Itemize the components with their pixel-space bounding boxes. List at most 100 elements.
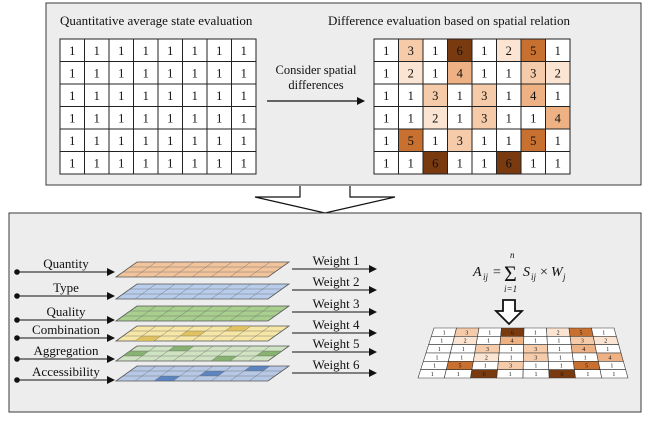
result-cell: 1 — [449, 344, 477, 354]
uniform-cell: 1 — [231, 83, 257, 107]
difference-cell: 5 — [398, 128, 424, 152]
uniform-cell-bg — [231, 151, 257, 175]
result-cell: 1 — [523, 327, 548, 337]
factor-layer-gridline — [172, 345, 195, 362]
difference-cell: 6 — [422, 151, 448, 175]
result-cell-value: 3 — [581, 339, 584, 345]
difference-cell-value: 1 — [555, 134, 561, 148]
factor-layer-gridline — [172, 283, 195, 300]
factor-layer-gridline — [210, 305, 233, 322]
difference-cell: 1 — [373, 128, 399, 152]
uniform-cell: 1 — [133, 83, 159, 107]
factor-layer-gridline — [210, 365, 233, 382]
factor-layer-gridline — [191, 365, 214, 382]
weight-row: Weight 5 — [292, 336, 377, 356]
difference-cell: 4 — [520, 83, 546, 107]
result-cell-value: 1 — [457, 372, 460, 378]
difference-cell: 1 — [373, 38, 399, 62]
result-cell: 1 — [477, 327, 502, 337]
result-cell-value: 1 — [558, 347, 561, 353]
difference-cell: 4 — [545, 106, 571, 130]
uniform-cell-value: 1 — [192, 89, 198, 103]
difference-cell: 3 — [471, 83, 497, 107]
result-cell-value: 6 — [483, 372, 486, 378]
result-cell-value: 1 — [436, 355, 439, 361]
difference-cell: 1 — [373, 106, 399, 130]
factor-layer-gridline — [248, 261, 271, 278]
uniform-cell-value: 1 — [192, 134, 198, 148]
difference-cell: 6 — [447, 38, 473, 62]
weight-row: Weight 1 — [292, 253, 377, 273]
uniform-cell: 1 — [231, 128, 257, 152]
difference-cell-value: 1 — [383, 111, 389, 125]
result-cell: 1 — [496, 369, 524, 379]
factor-row: Type — [14, 280, 115, 300]
factor-layer-gridline — [210, 283, 233, 300]
uniform-cell-value: 1 — [241, 111, 247, 125]
factor-layer — [114, 365, 291, 382]
uniform-cell-value: 1 — [94, 89, 100, 103]
uniform-cell: 1 — [84, 128, 110, 152]
uniform-cell: 1 — [84, 38, 110, 62]
difference-cell-value: 4 — [530, 89, 537, 103]
result-cell: 1 — [447, 352, 476, 362]
uniform-cell-value: 1 — [167, 44, 173, 58]
difference-cell-bg — [545, 151, 571, 175]
factor-row: Quality — [14, 304, 115, 324]
result-cell: 1 — [597, 361, 627, 370]
difference-cell-value: 1 — [457, 111, 463, 125]
uniform-cell-value: 1 — [143, 134, 149, 148]
result-cell: 2 — [472, 352, 500, 362]
result-cell-value: 6 — [560, 372, 563, 378]
result-cell-bg — [599, 369, 629, 379]
factor-layer — [114, 325, 291, 342]
result-cell: 3 — [523, 352, 549, 362]
uniform-cell: 1 — [108, 151, 134, 175]
uniform-cell-value: 1 — [216, 89, 222, 103]
uniform-cell: 1 — [84, 106, 110, 130]
left-title: Quantitative average state evaluation — [60, 13, 253, 28]
result-cell: 4 — [570, 344, 597, 354]
factor-layer-gridline — [229, 345, 252, 362]
result-cell-value: 1 — [487, 339, 490, 345]
uniform-cell: 1 — [84, 61, 110, 85]
result-cell: 1 — [594, 344, 622, 354]
uniform-cell: 1 — [59, 151, 85, 175]
result-cell: 2 — [592, 336, 620, 345]
difference-cell-value: 1 — [383, 134, 389, 148]
factor-layer-highlight — [225, 326, 251, 331]
uniform-cell-value: 1 — [118, 134, 124, 148]
difference-cell-value: 1 — [408, 89, 414, 103]
result-cell: 1 — [471, 361, 499, 370]
difference-cell-value: 1 — [506, 66, 512, 80]
uniform-cell-value: 1 — [167, 156, 173, 170]
result-cell: 1 — [498, 344, 524, 354]
difference-cell-value: 2 — [432, 111, 438, 125]
result-cell-value: 1 — [535, 372, 538, 378]
result-cell: 1 — [522, 361, 550, 370]
difference-cell-value: 2 — [506, 44, 512, 58]
factor-layer — [114, 261, 291, 278]
factor-layer-gridline — [191, 283, 214, 300]
uniform-cell-value: 1 — [167, 134, 173, 148]
factor-layer-highlight — [135, 336, 161, 341]
difference-cell: 1 — [447, 106, 473, 130]
result-cell-value: 1 — [534, 364, 537, 370]
result-arrow-icon — [493, 299, 525, 326]
result-cell-value: 6 — [511, 330, 514, 336]
factor-layer-gridline — [134, 261, 157, 278]
result-cell: 3 — [454, 327, 480, 337]
uniform-cell-value: 1 — [216, 44, 222, 58]
result-cell-value: 1 — [610, 364, 613, 370]
uniform-cell: 1 — [133, 38, 159, 62]
factor-layer-gridline — [248, 345, 271, 362]
factor-label: Quantity — [43, 256, 89, 271]
result-cell-value: 1 — [510, 347, 513, 353]
uniform-cell-value: 1 — [69, 66, 75, 80]
result-cell-value: 1 — [484, 364, 487, 370]
uniform-cell-value: 1 — [216, 134, 222, 148]
difference-cell-value: 1 — [383, 89, 389, 103]
result-cell-value: 1 — [560, 364, 563, 370]
